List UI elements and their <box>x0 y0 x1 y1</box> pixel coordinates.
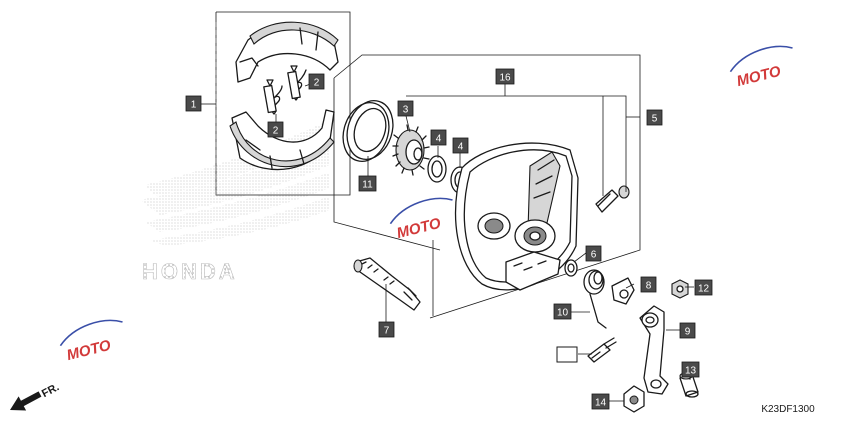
callout-part-14[interactable]: 14 <box>591 393 610 410</box>
svg-text:2: 2 <box>314 78 320 89</box>
adjusting-nut <box>623 385 645 413</box>
brake-arm-nut <box>671 279 689 299</box>
callout-part-1[interactable]: 1 <box>185 95 202 112</box>
callout-part-16[interactable]: 16 <box>495 68 515 85</box>
svg-text:4: 4 <box>458 142 464 153</box>
svg-text:6: 6 <box>591 250 597 261</box>
honda-wordmark: HONDA <box>142 259 238 284</box>
washer-inner <box>427 155 447 183</box>
svg-text:4: 4 <box>436 134 442 145</box>
brake-arm <box>639 305 669 395</box>
svg-text:5: 5 <box>652 114 658 125</box>
oil-seal <box>342 100 394 162</box>
callout-layer: 1 2 2 3 4 4 5 6 <box>185 68 713 410</box>
svg-text:2: 2 <box>273 126 279 137</box>
speedometer-gear <box>392 124 430 176</box>
callout-part-2-upper[interactable]: 2 <box>308 73 325 90</box>
return-spring <box>583 269 607 329</box>
callout-part-3[interactable]: 3 <box>397 100 414 117</box>
svg-text:8: 8 <box>646 281 652 292</box>
callout-part-2-lower[interactable]: 2 <box>267 121 284 138</box>
speedometer-drive-shaft <box>353 257 421 311</box>
drawing-code: K23DF1300 <box>761 404 815 415</box>
svg-text:16: 16 <box>499 73 511 84</box>
callout-part-4-inner[interactable]: 4 <box>430 129 447 146</box>
svg-text:14: 14 <box>595 398 607 409</box>
svg-text:9: 9 <box>685 327 691 338</box>
callout-part-11[interactable]: 11 <box>358 175 377 192</box>
callout-part-8[interactable]: 8 <box>640 276 657 293</box>
callout-part-10[interactable]: 10 <box>553 303 572 320</box>
honda-wing-watermark <box>140 120 330 246</box>
svg-text:11: 11 <box>362 180 373 191</box>
svg-text:MOTO: MOTO <box>65 337 113 364</box>
wear-indicator-plate <box>611 277 635 305</box>
svg-text:10: 10 <box>557 308 569 319</box>
svg-text:13: 13 <box>685 366 697 377</box>
leader-lines <box>201 81 694 402</box>
site-watermark-top-right: MOTO <box>729 45 793 90</box>
svg-text:3: 3 <box>403 105 409 116</box>
brake-panel <box>454 142 579 291</box>
brake-arm-bolt <box>587 337 617 363</box>
svg-text:1: 1 <box>191 100 197 111</box>
callout-part-5[interactable]: 5 <box>646 109 663 126</box>
svg-text:MOTO: MOTO <box>395 215 443 242</box>
brake-shoe-springs <box>263 65 307 115</box>
callout-part-4-outer[interactable]: 4 <box>452 137 469 154</box>
brake-cam-bolt <box>595 185 630 213</box>
front-direction-arrow: FR. <box>10 381 61 411</box>
svg-text:MOTO: MOTO <box>735 63 783 90</box>
felt-seal-ring <box>564 259 578 277</box>
site-watermark-center: MOTO <box>389 197 453 242</box>
brake-shoe-group-outline <box>215 11 351 196</box>
svg-text:7: 7 <box>384 326 390 337</box>
site-watermark-left: MOTO <box>59 319 123 364</box>
callout-part-13[interactable]: 13 <box>681 361 700 378</box>
svg-text:12: 12 <box>698 284 710 295</box>
callout-part-9[interactable]: 9 <box>679 322 696 339</box>
callout-part-7[interactable]: 7 <box>378 321 395 338</box>
front-label: FR. <box>40 381 61 400</box>
callout-part-6[interactable]: 6 <box>585 245 602 262</box>
callout-part-blank[interactable] <box>556 346 578 363</box>
callout-part-12[interactable]: 12 <box>694 279 713 296</box>
brake-shoe-upper <box>235 21 339 83</box>
